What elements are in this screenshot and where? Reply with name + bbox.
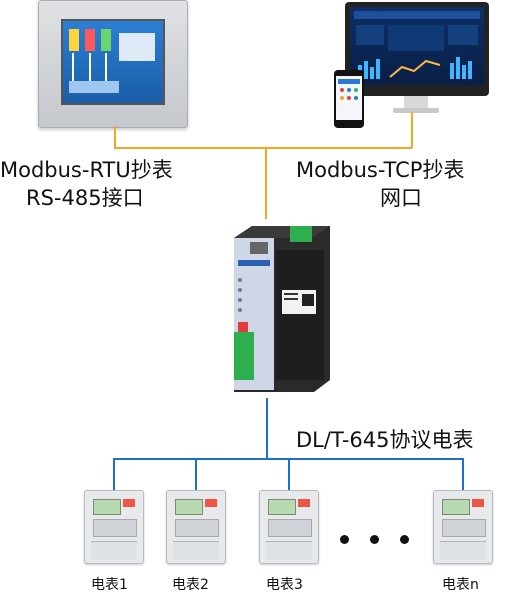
meter-1 [84,490,144,564]
dashboard-chart-icon [354,11,480,79]
gateway-device [220,220,340,398]
meter2-drop-line [195,458,197,490]
meter-2 [166,490,226,564]
monitor-stand [404,96,428,110]
hmi-drop-line [114,126,116,148]
ellipsis-dot [370,535,379,544]
app-grid-icon [338,79,360,100]
meter-1-label: 电表1 [91,577,128,593]
protocol-label: DL/T-645协议电表 [296,428,474,452]
smartphone [334,70,364,128]
hmi-screen [61,19,165,105]
rs485-label: RS-485接口 [26,186,144,210]
ellipsis-dot [400,535,409,544]
dashboard-screen [350,7,484,85]
phone-screen [336,76,362,120]
gateway-feed-line [265,147,267,219]
meter1-drop-line [113,458,115,490]
gateway-device-icon [234,226,330,392]
rtu-label: Modbus-RTU抄表 [0,158,173,182]
meter3-drop-line [288,458,290,490]
ellipsis-dot [340,535,349,544]
meter-2-label: 电表2 [172,577,209,593]
bus-drop-line [266,398,268,458]
meter-3 [259,490,319,564]
tcp-label: Modbus-TCP抄表 [296,158,465,182]
network-port-label: 网口 [380,186,422,210]
hmi-touch-panel [38,0,188,128]
monitor-drop-line [411,112,413,148]
desktop-monitor [345,2,489,96]
meter-3-label: 电表3 [266,577,303,593]
metern-drop-line [462,458,464,490]
meter-n-label: 电表n [442,577,479,593]
monitor-base [393,108,439,113]
meter-n [433,490,493,564]
top-horizontal-line [114,147,412,149]
hmi-diagram-icon [69,29,155,93]
